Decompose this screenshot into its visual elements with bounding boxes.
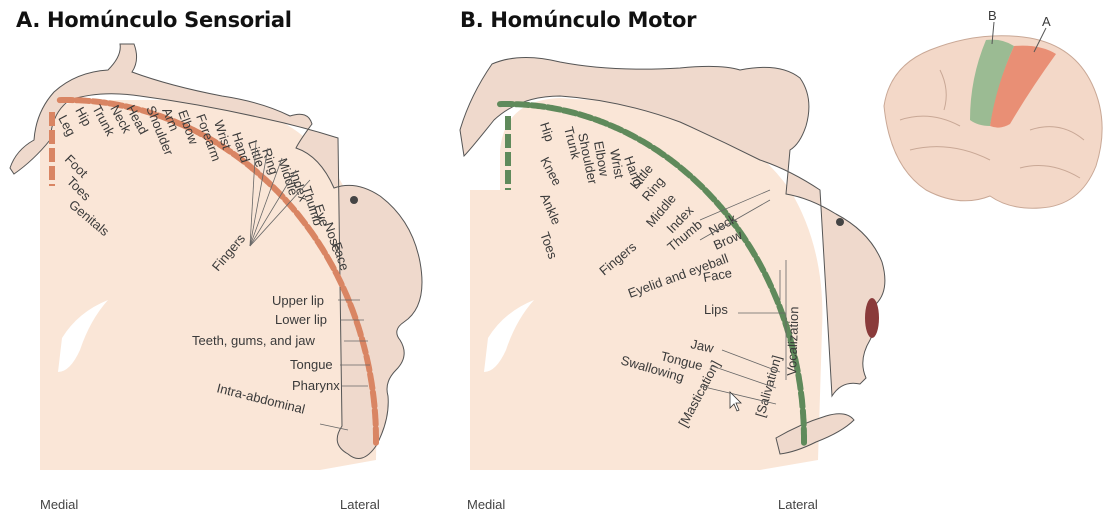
label-pharynx: Pharynx [292, 378, 340, 393]
panel-a-lateral: Lateral [340, 497, 380, 512]
sensory-segment [375, 410, 376, 424]
label-teeth-gums-jaw: Teeth, gums, and jaw [192, 333, 315, 348]
motor-homunculus-mouth [865, 298, 879, 338]
motor-segment [548, 107, 560, 109]
brain-inset: B A [884, 8, 1102, 208]
brain-label-a: A [1042, 14, 1051, 29]
motor-segment [516, 104, 529, 105]
motor-segment [579, 114, 591, 118]
sensory-homunculus-eye [350, 196, 358, 204]
motor-homunculus-eye [836, 218, 844, 226]
sensory-segment [370, 374, 372, 388]
sensory-segment [367, 356, 370, 370]
sensory-segment [76, 100, 89, 101]
label-upper-lip: Upper lip [272, 293, 324, 308]
label-tongue: Tongue [290, 357, 333, 372]
brain-label-b: B [988, 8, 997, 23]
motor-segment [564, 110, 576, 113]
panel-b-medial: Medial [467, 497, 505, 512]
label-lower-lip: Lower lip [275, 312, 327, 327]
label-lips: Lips [704, 302, 728, 317]
panel-b-lateral: Lateral [778, 497, 818, 512]
sensory-segment [93, 101, 106, 103]
panel-a-sensory: Leg Hip Trunk Neck Head Shoulder Arm Elb… [10, 44, 422, 470]
panel-b-motor: Hip Knee Ankle Toes Trunk Shoulder Elbow… [460, 57, 885, 470]
sensory-segment [357, 322, 361, 336]
panel-a-medial: Medial [40, 497, 78, 512]
motor-segment [803, 411, 804, 425]
motor-segment [801, 393, 803, 407]
motor-segment [532, 105, 544, 107]
sensory-segment [373, 392, 375, 406]
label-vocalization: Vocalization [784, 306, 801, 376]
